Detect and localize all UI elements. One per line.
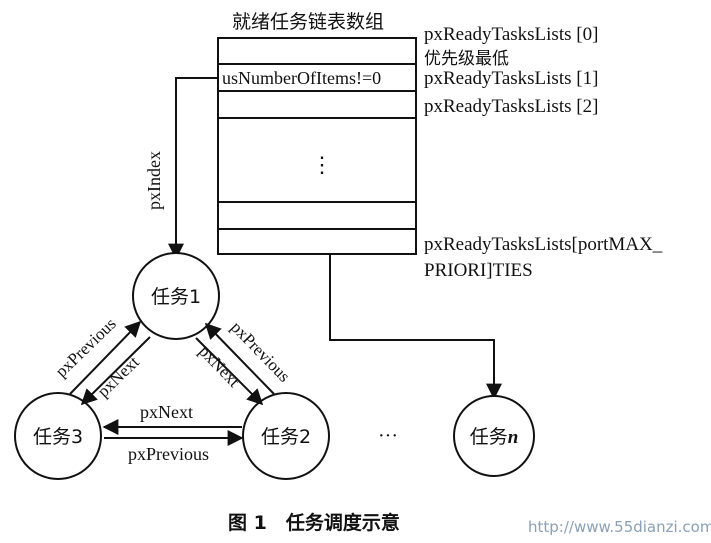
row2-label: pxReadyTasksLists [2] — [424, 96, 598, 117]
tasks-ellipsis: ··· — [378, 425, 398, 447]
t1-to-t2-next-arrow — [195, 337, 264, 406]
task3-label: 任务3 — [33, 426, 83, 448]
last-row-label-line2: PRIORI]TIES — [424, 260, 533, 281]
last-row-label-line1: pxReadyTasksLists[portMAX_ — [424, 234, 663, 255]
figure-caption: 图 1 任务调度示意 — [228, 511, 400, 534]
taskn-node — [453, 395, 535, 477]
t3-t1-next-label: pxNext — [94, 352, 143, 401]
t1-t2-next-label: pxNext — [195, 342, 244, 391]
table-ellipsis: ⋮ — [311, 152, 333, 177]
task3-node — [14, 392, 102, 480]
pxindex-pointer-arrow — [168, 77, 218, 260]
t1-to-t3-next-arrow — [80, 336, 151, 406]
ready-lists-table — [217, 37, 417, 255]
t3-to-t1-previous-arrow — [69, 320, 142, 395]
row1-label: pxReadyTasksLists [1] — [424, 68, 598, 89]
t3-t2-previous-label: pxPrevious — [128, 444, 209, 464]
taskn-label-prefix: 任务 — [470, 426, 508, 448]
task1-label: 任务1 — [151, 286, 201, 308]
table-title: 就绪任务链表数组 — [232, 11, 384, 33]
taskn-pointer-arrow — [329, 254, 502, 400]
priority-note: 优先级最低 — [424, 49, 509, 69]
taskn-label-italic: n — [508, 427, 519, 448]
task2-label: 任务2 — [261, 426, 311, 448]
t3-t2-next-label: pxNext — [140, 402, 193, 422]
taskn-label: 任务n — [470, 426, 519, 448]
row0-label: pxReadyTasksLists [0] — [424, 24, 598, 45]
watermark-url: http://www.55dianzi.com — [528, 518, 711, 536]
row1-content: usNumberOfItems!=0 — [222, 68, 381, 88]
task1-node — [132, 252, 220, 340]
pxindex-label: pxIndex — [144, 151, 164, 210]
t2-to-t1-previous-arrow — [204, 322, 275, 395]
